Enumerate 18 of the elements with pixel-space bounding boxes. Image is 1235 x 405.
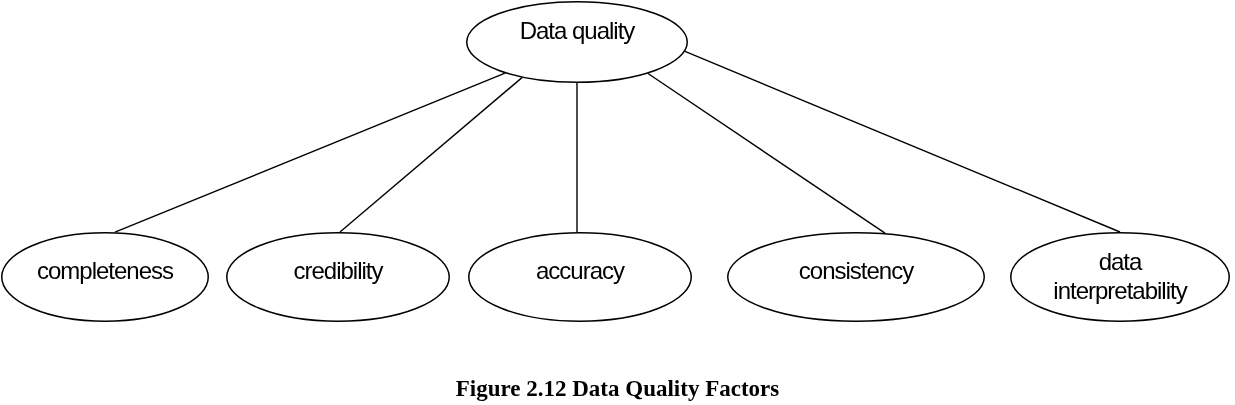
node-label: consistency xyxy=(798,256,914,286)
ellipse-node xyxy=(466,1,688,83)
ellipse-node xyxy=(727,232,985,322)
node-label: completeness xyxy=(36,256,174,286)
connector-line xyxy=(576,82,578,233)
node-label: accuracy xyxy=(536,256,624,286)
node-label: data interpretability xyxy=(1052,248,1189,306)
connector-line xyxy=(647,72,886,234)
connector-line xyxy=(114,72,506,233)
node-label: Data quality xyxy=(519,16,635,46)
ellipse-node xyxy=(1010,232,1230,322)
connector-line xyxy=(684,50,1121,233)
ellipse-node xyxy=(468,232,692,322)
node-label: credibility xyxy=(293,256,383,286)
ellipse-node xyxy=(1,232,209,322)
figure-caption: Figure 2.12 Data Quality Factors xyxy=(455,376,780,402)
ellipse-node xyxy=(226,232,450,322)
connector-line xyxy=(339,76,523,233)
